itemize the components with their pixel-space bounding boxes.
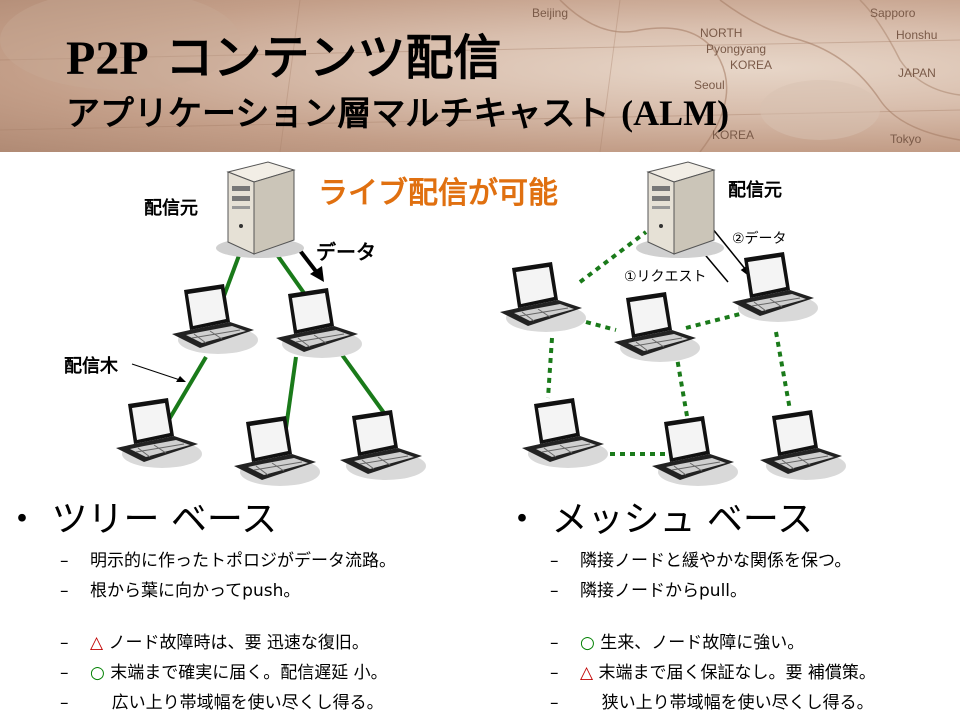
point-text: 隣接ノードと緩やかな関係を保つ。 bbox=[580, 551, 852, 571]
mesh-point: – 隣接ノードからpull。 bbox=[550, 576, 747, 601]
dash: – bbox=[550, 693, 559, 713]
mesh-point: – ○ 生来、ノード故障に強い。 bbox=[550, 628, 804, 653]
dash: – bbox=[60, 633, 69, 653]
tree-label: 配信木 bbox=[64, 356, 118, 377]
tree-node-laptop-icon bbox=[339, 409, 427, 481]
tree-node-laptop-icon bbox=[171, 283, 259, 355]
data-arrow bbox=[296, 246, 324, 282]
dash: – bbox=[60, 693, 69, 713]
title-banner: Beijing NORTH Pyongyang KOREA Seoul KORE… bbox=[0, 0, 960, 152]
page-subtitle: アプリケーション層マルチキャスト (ALM) bbox=[66, 86, 729, 135]
map-background bbox=[0, 0, 960, 152]
title-latin: P2P bbox=[66, 32, 149, 85]
dash: – bbox=[550, 551, 559, 571]
mesh-node-laptop-icon bbox=[521, 397, 609, 469]
map-label: Beijing bbox=[532, 6, 569, 20]
tree-point: – ○ 末端まで確実に届く。配信遅延 小。 bbox=[60, 658, 388, 683]
live-caption: ライブ配信が可能 bbox=[318, 176, 558, 211]
dash: – bbox=[550, 633, 559, 653]
dash: – bbox=[60, 581, 69, 601]
title-japanese: コンテンツ配信 bbox=[165, 30, 502, 86]
point-text: 明示的に作ったトポロジがデータ流路。 bbox=[90, 551, 396, 571]
mesh-node-laptop-icon bbox=[759, 409, 847, 481]
tree-point: – 広い上り帯域幅を使い尽くし得る。 bbox=[60, 688, 384, 713]
map-label: JAPAN bbox=[898, 66, 936, 80]
tree-source-server-icon bbox=[215, 161, 305, 259]
map-label: Pyongyang bbox=[706, 42, 767, 56]
map-label: Honshu bbox=[896, 28, 938, 42]
dash: – bbox=[60, 551, 69, 571]
tree-heading: ・ ツリー ベース bbox=[4, 499, 278, 540]
mesh-request-label: ①リクエスト bbox=[624, 269, 707, 285]
dash: – bbox=[550, 581, 559, 601]
mesh-point: – △ 末端まで届く保証なし。要 補償策。 bbox=[550, 658, 876, 683]
subtitle-japanese: アプリケーション層マルチキャスト bbox=[66, 94, 610, 134]
point-text: 末端まで確実に届く。配信遅延 小。 bbox=[104, 663, 388, 683]
mesh-node-laptop-icon bbox=[499, 261, 587, 333]
tree-source-label: 配信元 bbox=[144, 198, 198, 219]
page-title: P2P コンテンツ配信 bbox=[66, 18, 501, 88]
point-text: 生来、ノード故障に強い。 bbox=[594, 633, 805, 653]
point-text: 広い上り帯域幅を使い尽くし得る。 bbox=[90, 693, 384, 713]
map-label: Seoul bbox=[694, 78, 725, 92]
point-text: 根から葉に向かってpush。 bbox=[90, 581, 301, 601]
mesh-source-server-icon bbox=[635, 161, 725, 259]
tree-label-pointer bbox=[131, 363, 186, 382]
mesh-data-label: ②データ bbox=[732, 231, 787, 247]
map-label: Tokyo bbox=[890, 132, 922, 146]
mesh-point: – 狭い上り帯域幅を使い尽くし得る。 bbox=[550, 688, 874, 713]
tree-point: – △ ノード故障時は、要 迅速な復旧。 bbox=[60, 628, 369, 653]
map-label: KOREA bbox=[712, 128, 755, 142]
dash: – bbox=[60, 663, 69, 683]
tree-node-laptop-icon bbox=[233, 415, 321, 487]
tree-node-laptop-icon bbox=[275, 287, 363, 359]
mesh-links bbox=[546, 230, 792, 456]
dash: – bbox=[550, 663, 559, 683]
map-label: KOREA bbox=[730, 58, 773, 72]
triangle-mark: △ bbox=[90, 633, 104, 653]
tree-point: – 明示的に作ったトポロジがデータ流路。 bbox=[60, 546, 396, 571]
network-diagram bbox=[115, 161, 847, 487]
point-text: 隣接ノードからpull。 bbox=[580, 581, 748, 601]
mesh-node-laptop-icon bbox=[651, 415, 739, 487]
circle-mark: ○ bbox=[90, 663, 105, 683]
mesh-source-label: 配信元 bbox=[728, 180, 782, 201]
point-text: 末端まで届く保証なし。要 補償策。 bbox=[593, 663, 876, 683]
tree-point: – 根から葉に向かってpush。 bbox=[60, 576, 300, 601]
tree-node-laptop-icon bbox=[115, 397, 203, 469]
point-text: ノード故障時は、要 迅速な復旧。 bbox=[103, 633, 369, 653]
mesh-point: – 隣接ノードと緩やかな関係を保つ。 bbox=[550, 546, 851, 571]
tree-data-label: データ bbox=[316, 240, 376, 264]
mesh-heading: ・ メッシュ ベース bbox=[504, 499, 814, 540]
map-label: NORTH bbox=[700, 26, 743, 40]
point-text: 狭い上り帯域幅を使い尽くし得る。 bbox=[580, 693, 874, 713]
triangle-mark: △ bbox=[580, 663, 594, 683]
subtitle-latin: (ALM) bbox=[621, 93, 730, 133]
circle-mark: ○ bbox=[580, 633, 595, 653]
mesh-node-laptop-icon bbox=[731, 251, 819, 323]
map-label: Sapporo bbox=[870, 6, 916, 20]
